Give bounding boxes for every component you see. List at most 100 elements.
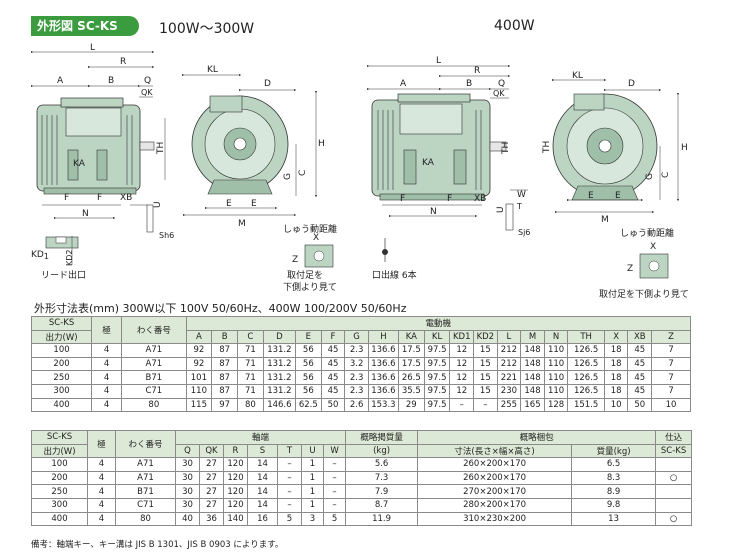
table-cell: 97.5 [423, 397, 451, 413]
table-cell: 148 [520, 356, 545, 372]
svg-text:E: E [226, 199, 232, 209]
table-cell: 15 [473, 356, 498, 372]
table-cell: 35.5 [397, 383, 425, 399]
svg-text:U: U [153, 201, 163, 208]
svg-text:M: M [601, 215, 609, 225]
svg-text:N: N [430, 207, 437, 217]
table-cell: 4 [91, 383, 123, 399]
table-cell: 12 [449, 356, 475, 372]
lead-out-detail: KD1 KD2 [31, 236, 79, 266]
table-cell: 92 [185, 343, 213, 358]
table-cell: – [277, 470, 302, 486]
t1-col-header: KA [397, 329, 425, 345]
t1-col-header: TH [567, 329, 605, 345]
table-cell: 260×200×170 [417, 457, 573, 472]
t2-shaft-col-header: R [223, 443, 248, 459]
table-cell: 18 [603, 343, 629, 358]
table-cell: 260×200×170 [417, 470, 573, 486]
table-cell: 221 [496, 370, 522, 385]
table-cell: 45 [320, 356, 346, 372]
table-cell: 212 [496, 343, 522, 358]
table-cell: 4 [91, 370, 123, 385]
svg-text:R: R [474, 66, 480, 76]
motor-front-view-large [551, 78, 680, 214]
table-cell [655, 457, 693, 472]
table-cell: 148 [520, 383, 545, 399]
svg-text:E: E [588, 191, 594, 201]
svg-text:F: F [64, 193, 69, 203]
t1-col-header: L [496, 329, 522, 345]
svg-text:D: D [264, 79, 271, 89]
right-side-labels: L R A B Q QK TH KA F F XB N U W T Sj6 [400, 56, 530, 237]
svg-text:R: R [120, 57, 126, 67]
t1-col-header: KL [423, 329, 451, 345]
t1-col-header: X [603, 329, 629, 345]
svg-text:U: U [496, 206, 506, 213]
table-cell: 310×230×200 [417, 511, 573, 527]
table-cell: A71 [121, 356, 187, 372]
table-cell: 5 [277, 511, 302, 527]
table-cell: 4 [87, 511, 116, 527]
t2-model-header: SC-KS [31, 430, 88, 445]
table-cell [655, 484, 693, 499]
table-cell: 26.5 [397, 370, 425, 385]
section-tag: 外形図 SC-KS [31, 16, 139, 36]
svg-text:D: D [628, 79, 635, 89]
svg-text:Q: Q [498, 79, 505, 89]
table-cell: 120 [223, 470, 248, 486]
table-cell: 71 [237, 383, 264, 399]
table-cell: 136.6 [367, 370, 399, 385]
svg-text:G: G [645, 173, 655, 180]
table-cell: – [473, 397, 498, 413]
svg-text:Sj6: Sj6 [518, 228, 530, 237]
table-cell: 5.6 [345, 457, 419, 472]
table-cell: 131.2 [262, 343, 296, 358]
foot-detail-1: X Z [292, 233, 334, 268]
table-cell: 14 [247, 457, 278, 472]
outline-drawings: L R A B Q QK TH KA F F XB N U Sh6 KL D H… [30, 43, 689, 300]
t2-frame-header: わく番号 [115, 429, 176, 459]
table-cell: 97 [211, 397, 239, 413]
table-cell: 100 [30, 343, 93, 358]
t2-output-header: 出力(W) [31, 443, 88, 459]
foot-view-label-1b: 下側より見て [283, 281, 337, 293]
table-cell: 97.5 [423, 370, 451, 385]
table-cell: 14 [247, 497, 278, 513]
table-cell: 27 [199, 457, 224, 472]
t2-weight-unit: (kg) [345, 443, 419, 459]
table-cell: 2.3 [344, 343, 369, 358]
table-cell: 27 [199, 470, 224, 486]
table-cell: 30 [175, 497, 200, 513]
table-cell: 2.6 [344, 397, 369, 413]
svg-text:E: E [615, 191, 621, 201]
svg-text:A: A [57, 76, 64, 86]
table-cell: 71 [237, 343, 264, 358]
range-left: 100W〜300W [159, 21, 255, 37]
lead-out-label: リード出口 [41, 269, 86, 281]
table-cell: 120 [223, 484, 248, 499]
table-cell: 97.5 [423, 343, 451, 358]
table-cell: 45 [320, 343, 346, 358]
left-front-labels: KL D H G C E E M [207, 65, 325, 229]
table-cell: 8.7 [345, 497, 419, 513]
svg-text:X: X [650, 242, 656, 252]
table-cell: 56 [294, 383, 322, 399]
table-cell: 300 [30, 383, 93, 399]
t1-frame-header: わく番号 [121, 315, 187, 345]
svg-text:F: F [447, 194, 452, 204]
svg-text:KL: KL [207, 65, 218, 75]
table-cell: 400 [30, 397, 93, 413]
table-cell: 15 [473, 383, 498, 399]
table-cell: 128 [543, 397, 569, 413]
foot-view-label-1a: 取付足を [287, 270, 323, 281]
table-cell: 146.6 [262, 397, 296, 413]
table-cell: 18 [603, 383, 629, 399]
foot-view-label-2: 取付足を下側より見て [599, 288, 689, 300]
svg-text:F: F [400, 194, 405, 204]
t2-shaft-col-header: W [322, 443, 347, 459]
